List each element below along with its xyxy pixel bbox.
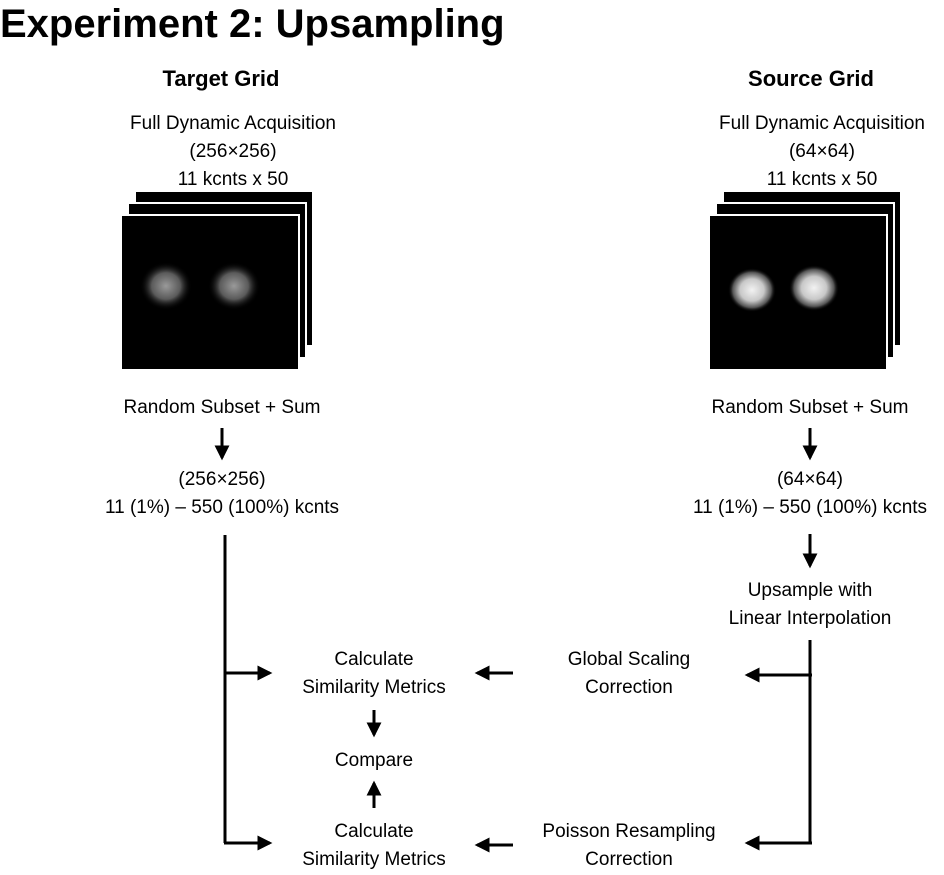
target-acq-line-2: (256×256)	[189, 141, 277, 162]
target-acq-line-3: 11 kcnts x 50	[177, 169, 289, 190]
metrics-bottom-text: Calculate Similarity Metrics	[302, 818, 446, 874]
target-scan-image	[140, 262, 260, 310]
target-result-line-1: (256×256)	[178, 469, 266, 490]
source-subset-label: Random Subset + Sum	[711, 397, 909, 418]
metrics-bottom-line-2: Similarity Metrics	[302, 849, 446, 870]
poisson-line-2: Correction	[585, 849, 673, 870]
metrics-top-text: Calculate Similarity Metrics	[302, 646, 446, 702]
target-result-line-2: 11 (1%) – 550 (100%) kcnts	[104, 497, 340, 518]
metrics-bottom-line-1: Calculate	[334, 821, 414, 842]
upsample-line-2: Linear Interpolation	[728, 608, 892, 629]
target-hotspot-left	[140, 262, 192, 310]
source-acq-line-1: Full Dynamic Acquisition	[719, 113, 925, 134]
source-frame-front	[708, 214, 888, 371]
source-result-line-2: 11 (1%) – 550 (100%) kcnts	[692, 497, 928, 518]
source-acq-line-3: 11 kcnts x 50	[766, 169, 878, 190]
source-hotspot-left	[728, 268, 776, 312]
poisson-text: Poisson Resampling Correction	[542, 818, 715, 874]
upsample-line-1: Upsample with	[747, 580, 873, 601]
source-result-line-1: (64×64)	[776, 469, 844, 490]
source-acquisition-text: Full Dynamic Acquisition (64×64) 11 kcnt…	[719, 110, 925, 194]
target-acquisition-text: Full Dynamic Acquisition (256×256) 11 kc…	[130, 110, 336, 194]
metrics-top-line-1: Calculate	[334, 649, 414, 670]
target-result-text: (256×256) 11 (1%) – 550 (100%) kcnts	[105, 466, 339, 522]
source-result-text: (64×64) 11 (1%) – 550 (100%) kcnts	[693, 466, 927, 522]
source-acq-line-2: (64×64)	[788, 141, 856, 162]
target-grid-header: Target Grid	[162, 66, 280, 91]
metrics-top-line-2: Similarity Metrics	[302, 677, 446, 698]
global-scaling-line-2: Correction	[585, 677, 673, 698]
source-scan-image	[728, 265, 839, 312]
source-grid-header: Source Grid	[748, 66, 874, 91]
poisson-line-1: Poisson Resampling	[542, 821, 716, 842]
target-acq-line-1: Full Dynamic Acquisition	[130, 113, 336, 134]
source-hotspot-right	[789, 265, 839, 311]
global-scaling-text: Global Scaling Correction	[568, 646, 691, 702]
global-scaling-line-1: Global Scaling	[567, 649, 691, 670]
page-title: Experiment 2: Upsampling	[0, 2, 505, 46]
target-hotspot-right	[208, 262, 260, 310]
compare-label: Compare	[334, 750, 414, 771]
target-frame-front	[120, 214, 300, 371]
target-subset-label: Random Subset + Sum	[123, 397, 321, 418]
upsample-text: Upsample with Linear Interpolation	[729, 577, 892, 633]
